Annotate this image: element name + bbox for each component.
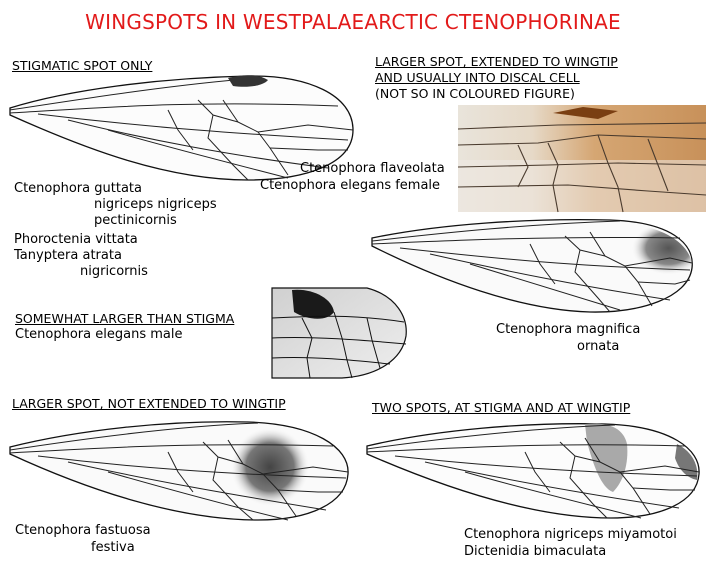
heading-extended-line-2: AND USUALLY INTO DISCAL CELL — [375, 70, 580, 85]
species-ctenophora-elegans-male: Ctenophora elegans male — [15, 327, 183, 342]
heading-not-extended: LARGER SPOT, NOT EXTENDED TO WINGTIP — [12, 396, 286, 411]
species-ctenophora-elegans-female: Ctenophora elegans female — [260, 178, 441, 193]
heading-extended-line-3: (NOT SO IN COLOURED FIGURE) — [375, 86, 575, 101]
species-ctenophora-magnifica: Ctenophora magnifica — [496, 322, 641, 337]
species-ctenophora-fastuosa: Ctenophora fastuosa — [15, 523, 151, 538]
species-dictenidia-bimaculata: Dictenidia bimaculata — [464, 544, 607, 559]
wing-figure-two-spots — [366, 423, 700, 519]
wing-figure-stigmatic — [9, 75, 354, 181]
heading-extended: LARGER SPOT, EXTENDED TO WINGTIP AND USU… — [375, 54, 618, 102]
heading-somewhat: SOMEWHAT LARGER THAN STIGMA — [15, 311, 235, 326]
heading-extended-line-1: LARGER SPOT, EXTENDED TO WINGTIP — [375, 54, 618, 69]
wing-photo-elegans-male — [271, 287, 410, 379]
species-nigricornis: nigricornis — [80, 264, 148, 279]
wing-photo-flaveolata — [457, 105, 706, 213]
species-ctenophora-nigriceps-miyamotoi: Ctenophora nigriceps miyamotoi — [464, 527, 677, 542]
heading-two-spots: TWO SPOTS, AT STIGMA AND AT WINGTIP — [372, 400, 631, 415]
stigma-spot — [228, 75, 268, 87]
species-festiva: festiva — [91, 540, 135, 555]
species-ctenophora-flaveolata: Ctenophora flaveolata — [300, 161, 445, 176]
species-phoroctenia-vittata: Phoroctenia vittata — [14, 232, 138, 247]
wing-figure-fastuosa — [9, 421, 349, 521]
species-nigriceps-nigriceps: nigriceps nigriceps — [94, 197, 217, 212]
wing-figure-magnifica — [371, 218, 693, 313]
species-ornata: ornata — [577, 339, 620, 354]
species-tanyptera-atrata: Tanyptera atrata — [14, 248, 122, 263]
page-title: WINGSPOTS IN WESTPALAEARCTIC CTENOPHORIN… — [85, 10, 621, 34]
species-pectinicornis: pectinicornis — [94, 213, 177, 228]
heading-stigmatic: STIGMATIC SPOT ONLY — [12, 58, 153, 73]
species-ctenophora-guttata: Ctenophora guttata — [14, 181, 142, 196]
